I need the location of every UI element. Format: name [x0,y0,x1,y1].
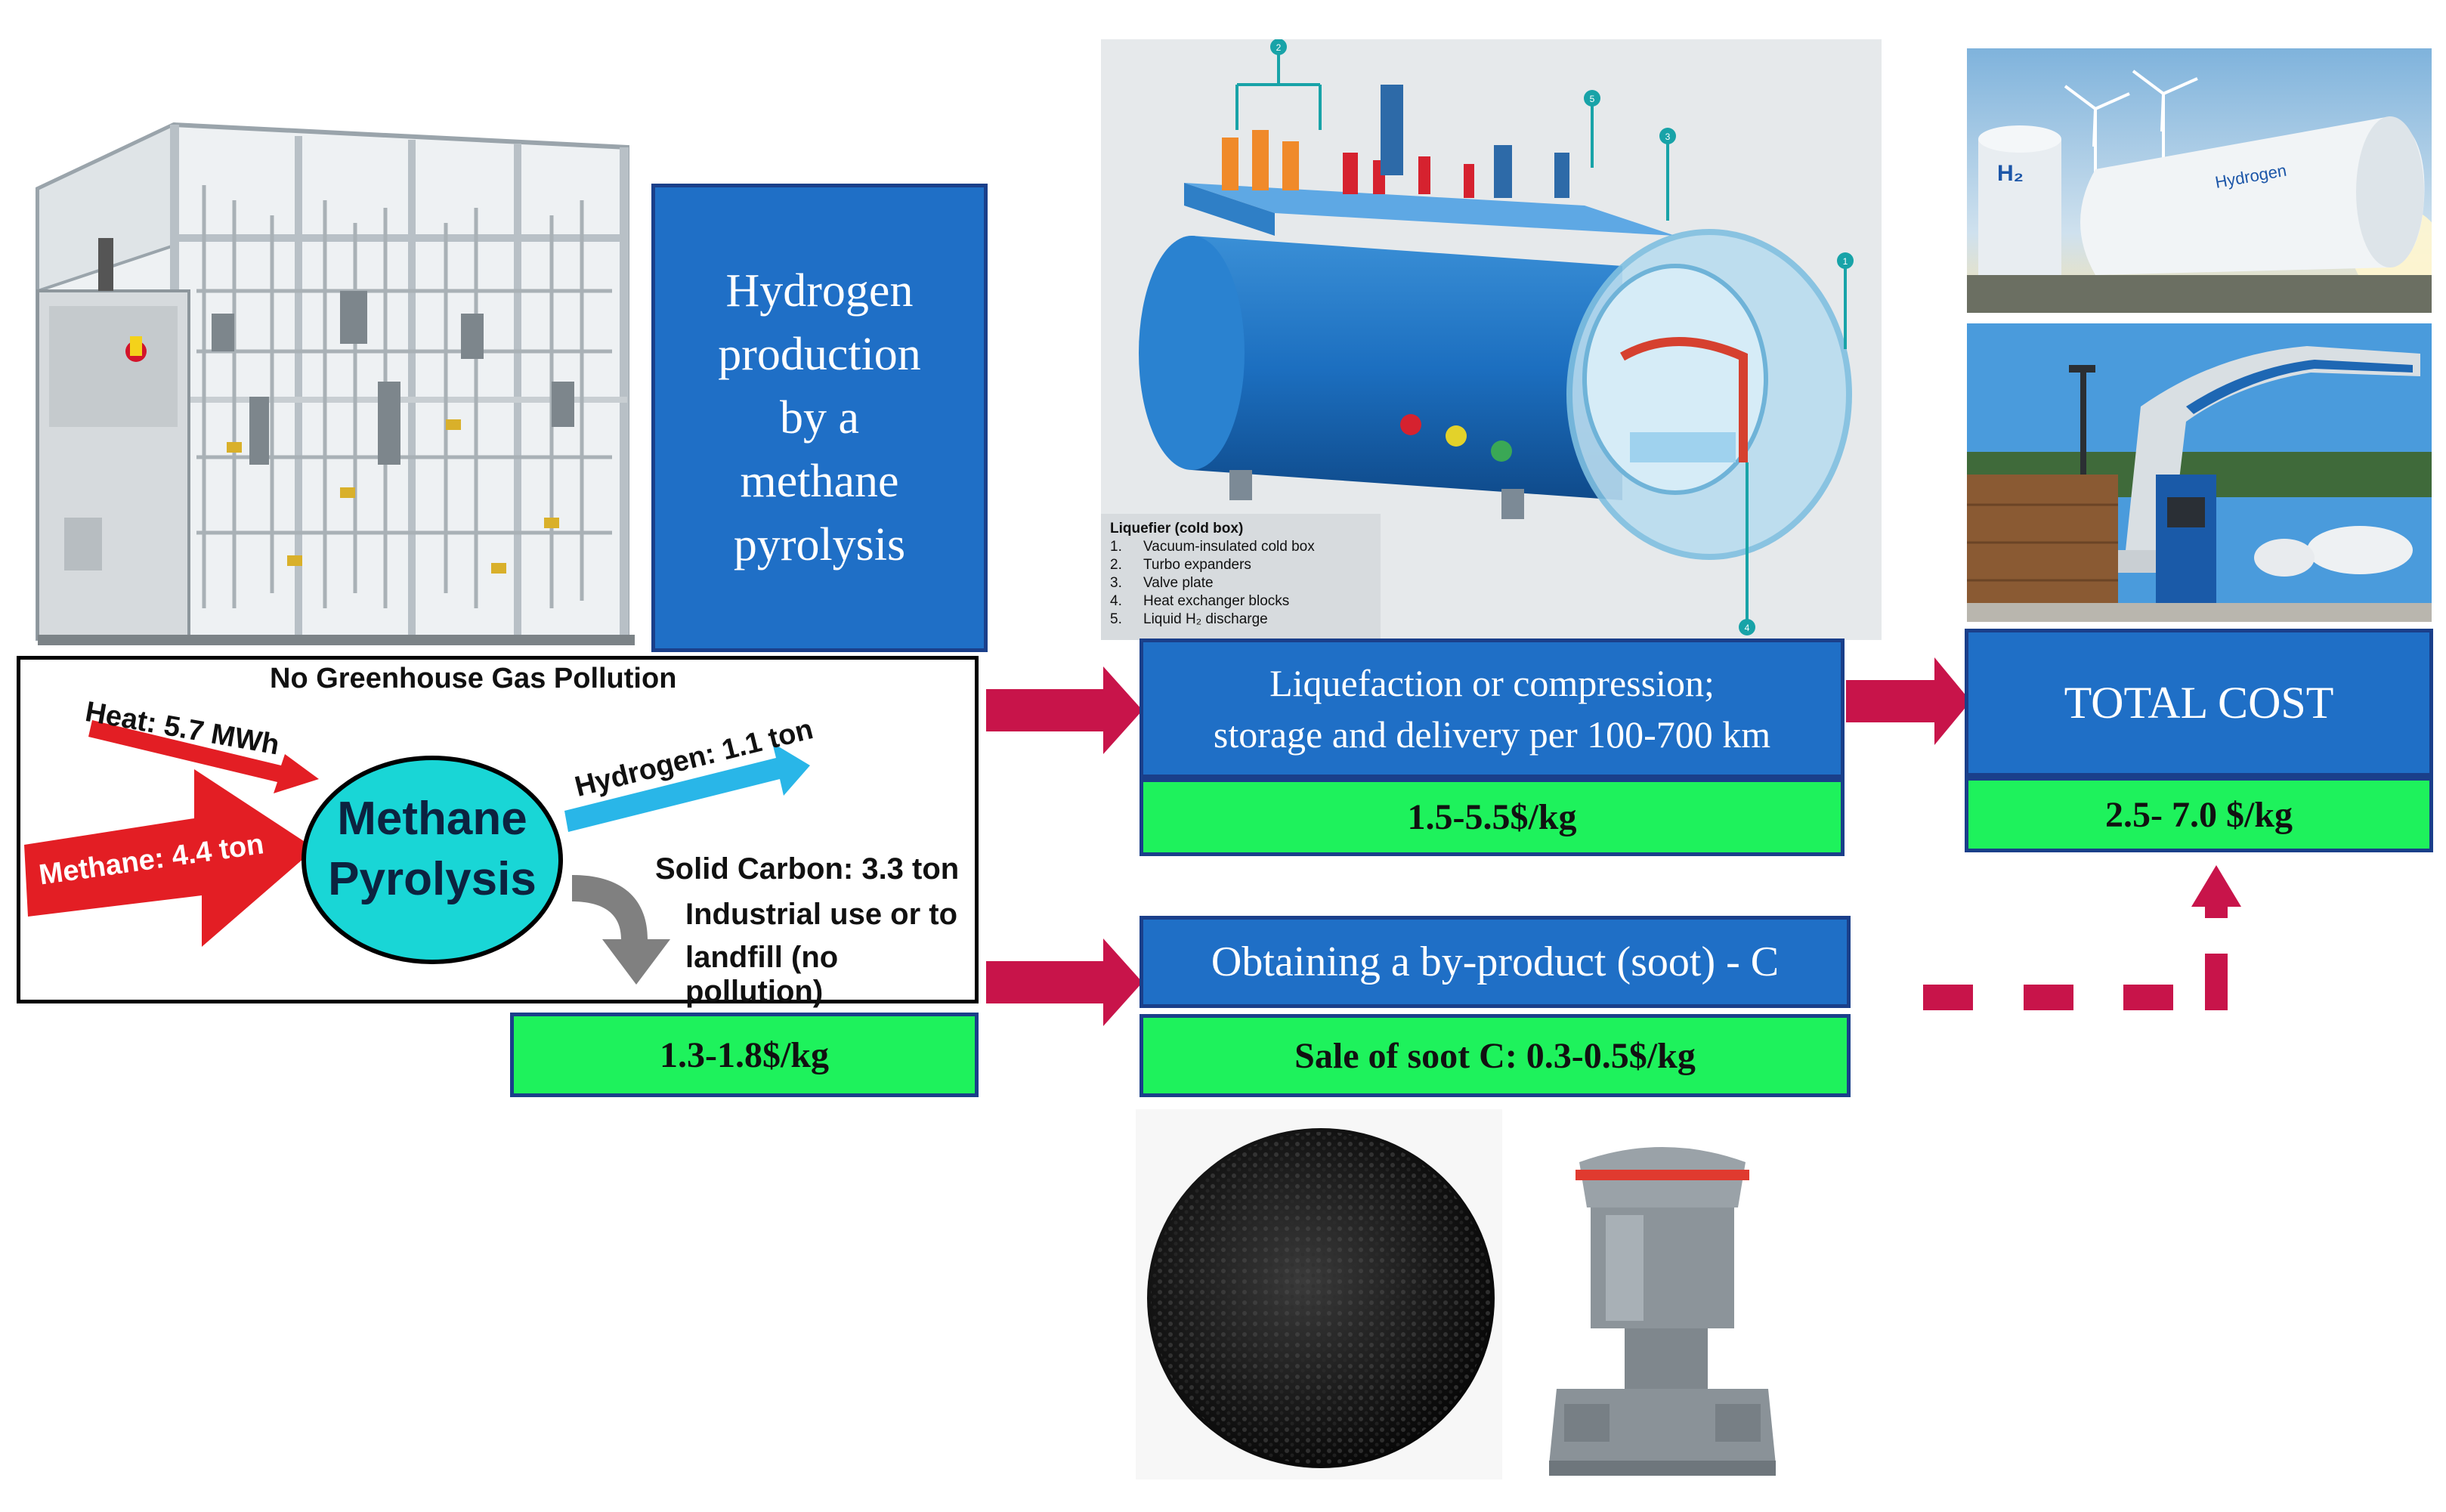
hydrogen-storage-photo: H₂ Hydrogen [1967,48,2432,313]
legend-item: 4.Heat exchanger blocks [1110,593,1290,609]
soot-sale-box: Sale of soot C: 0.3-0.5$/kg [1140,1014,1851,1097]
carbon-use-label: Industrial use or to [685,898,958,931]
title-line: pyrolysis [733,519,906,570]
liquefaction-cost-box: 1.5-5.5$/kg [1140,778,1845,856]
center-label-methane: Methane [337,793,527,845]
legend-item: 5.Liquid H₂ discharge [1110,611,1268,627]
carbon-arrow [572,875,670,985]
title-box: Hydrogen production by a methane pyrolys… [651,184,988,652]
legend-title: Liquefier (cold box) [1110,521,1244,536]
callout-number: 3 [1665,131,1671,142]
total-cost-box: TOTAL COST [1965,629,2433,777]
center-label-pyrolysis: Pyrolysis [328,853,537,905]
hydrogen-arrow [564,743,810,832]
dash-segment [2205,954,2228,1010]
pyrolysis-diagram-panel: No Greenhouse Gas Pollution Heat: 5.7 MW… [17,656,979,1008]
arrow-to-liquefaction [986,666,1143,754]
callout-number: 1 [1843,256,1848,267]
fueling-station-photo [1967,323,2432,622]
title-line: production [718,329,921,380]
liquefier-illustration: 2 5 3 1 4 Liquefier (cold box) 1.Vacuum-… [1101,39,1882,640]
byproduct-box: Obtaining a by-product (soot) - C [1140,916,1851,1008]
production-cost-box: 1.3-1.8$/kg [510,1013,979,1097]
carbon-landfill-label: landfill (no pollution) [685,941,839,1008]
legend-item: 1.Vacuum-insulated cold box [1110,539,1315,555]
heat-arrow [88,720,319,793]
total-cost-value-box: 2.5- 7.0 $/kg [1965,777,2433,852]
dash-segment [1923,985,1973,1010]
callout-number: 2 [1276,42,1282,53]
methane-arrow [24,769,315,947]
liquefaction-box: Liquefaction or compression; storage and… [1140,639,1845,778]
pyrolysis-plant-photo [23,64,642,650]
title-line: Hydrogen [725,265,914,317]
callout-number: 4 [1745,623,1750,633]
callout-number: 5 [1590,94,1595,104]
arrow-to-total [1846,657,1971,745]
liquefaction-line1: Liquefaction or compression; [1269,661,1715,704]
title-line: by a [779,392,860,444]
no-pollution-header: No Greenhouse Gas Pollution [270,663,677,694]
legend-item: 2.Turbo expanders [1110,557,1251,573]
tank-h2-label: H₂ [1997,161,2024,186]
legend-item: 3.Valve plate [1110,575,1214,591]
carbon-black-photo [1136,1109,1502,1480]
liquefaction-line2: storage and delivery per 100-700 km [1213,713,1771,756]
title-line: methane [740,456,899,507]
solid-carbon-label: Solid Carbon: 3.3 ton [655,852,960,886]
arrow-to-byproduct [986,938,1143,1026]
arrow-up-to-total [2191,865,2241,918]
grinding-mill-photo [1534,1117,1791,1487]
liquefier-legend: Liquefier (cold box) 1.Vacuum-insulated … [1101,514,1381,640]
pyrolysis-ellipse [301,756,563,964]
dash-segment [2123,985,2173,1010]
dash-segment [2024,985,2073,1010]
